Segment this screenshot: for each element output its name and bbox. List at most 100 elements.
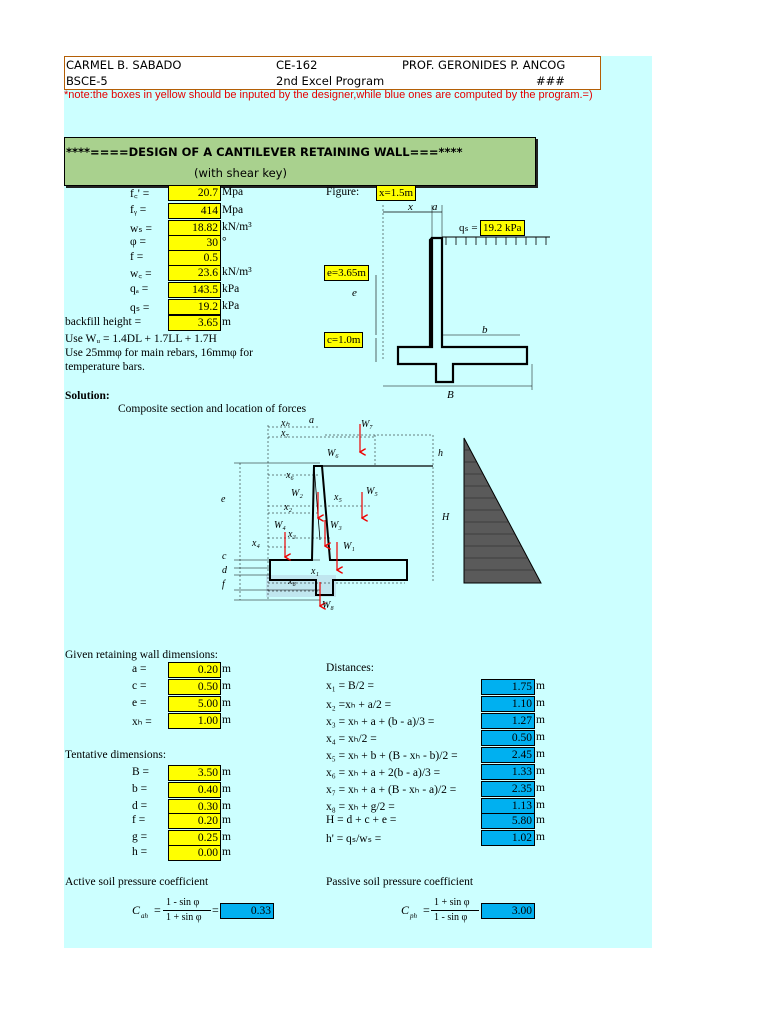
distances-value[interactable]: 1.02	[481, 830, 535, 846]
x-box[interactable]: x=1.5m	[376, 185, 417, 201]
fig-e-text: e	[352, 287, 357, 299]
program-name: 2nd Excel Program	[276, 74, 385, 88]
input-value[interactable]: 414	[168, 203, 221, 219]
distances-unit: m	[536, 782, 545, 794]
tentative-value[interactable]: 0.20	[168, 813, 221, 829]
tentative-value[interactable]: 0.00	[168, 845, 221, 861]
course-code: CE-162	[276, 58, 318, 72]
section: BSCE-5	[66, 74, 108, 88]
figure-label: Figure:	[326, 186, 360, 198]
distances-unit: m	[536, 799, 545, 811]
comp-H: H	[441, 512, 450, 523]
given-label: a =	[132, 663, 147, 675]
distances-value[interactable]: 1.10	[481, 696, 535, 712]
comp-x5: x₅	[333, 492, 342, 503]
comp-c: c	[222, 551, 227, 562]
active-eq2: =	[212, 903, 219, 917]
comp-f: f	[222, 579, 226, 590]
force-arrows	[285, 424, 362, 606]
comp-W4: W₄	[274, 520, 286, 531]
comp-x3: x₃	[287, 529, 296, 540]
distances-value[interactable]: 2.45	[481, 747, 535, 763]
distances-value[interactable]: 5.80	[481, 813, 535, 829]
given-unit: m	[222, 680, 231, 692]
distances-value[interactable]: 1.27	[481, 713, 535, 729]
given-unit: m	[222, 714, 231, 726]
professor-name: PROF. GERONIDES P. ANCOG	[402, 58, 566, 72]
given-value[interactable]: 5.00	[168, 696, 221, 712]
distances-unit: m	[536, 814, 545, 826]
input-value[interactable]: 143.5	[168, 282, 221, 298]
pressure-diagram	[463, 437, 542, 584]
qs-box[interactable]: 19.2 kPa	[480, 220, 525, 236]
distances-value[interactable]: 0.50	[481, 730, 535, 746]
comp-xh: xₕ	[280, 418, 290, 429]
distances-label: x₈ = xₕ + g/2 =	[326, 801, 395, 813]
given-value[interactable]: 0.50	[168, 679, 221, 695]
c-box[interactable]: c=1.0m	[324, 332, 364, 348]
distances-value[interactable]: 1.13	[481, 798, 535, 814]
qs-label: qₛ =	[459, 222, 478, 234]
distances-value[interactable]: 2.35	[481, 781, 535, 797]
passive-eq: =	[423, 903, 430, 917]
distances-heading: Distances:	[326, 662, 374, 674]
comp-x7: x₇	[280, 428, 289, 439]
tentative-unit: m	[222, 846, 231, 858]
comp-x8: x₈	[287, 576, 296, 587]
input-label: f =	[130, 251, 144, 263]
distances-value[interactable]: 1.75	[481, 679, 535, 695]
distances-unit: m	[536, 831, 545, 843]
tentative-unit: m	[222, 783, 231, 795]
tentative-label: h =	[132, 846, 148, 858]
tentative-label: d =	[132, 800, 148, 812]
passive-heading: Passive soil pressure coefficient	[326, 876, 474, 888]
horiz-dims	[268, 426, 405, 592]
passive-den: 1 - sin φ	[434, 912, 468, 923]
distances-value[interactable]: 1.33	[481, 764, 535, 780]
comp-a: a	[309, 415, 314, 426]
e-box[interactable]: e=3.65m	[324, 265, 369, 281]
comp-e: e	[221, 494, 226, 505]
hash-cell: ###	[536, 74, 565, 88]
input-unit: °	[222, 236, 227, 248]
distances-label: x₃ = xₕ + a + (b - a)/3 =	[326, 716, 435, 728]
input-value[interactable]: 20.7	[168, 185, 221, 201]
active-num: 1 - sin φ	[166, 897, 200, 908]
tentative-value[interactable]: 0.25	[168, 830, 221, 846]
comp-x1: x₁	[310, 566, 319, 577]
comp-W5: W₅	[366, 486, 378, 497]
given-label: c =	[132, 680, 147, 692]
input-unit: Mpa	[222, 204, 244, 216]
solution-caption: Composite section and location of forces	[118, 403, 307, 415]
soil-shadow	[266, 575, 336, 597]
rebar-note-2: temperature bars.	[65, 361, 145, 373]
fig-B-text: B	[447, 389, 454, 401]
composite-wall	[269, 465, 408, 596]
given-value[interactable]: 0.20	[168, 662, 221, 678]
input-value[interactable]: 3.65	[168, 315, 221, 331]
pressure-hatch	[464, 449, 534, 571]
active-den: 1 + sin φ	[166, 912, 202, 923]
tentative-value[interactable]: 0.40	[168, 782, 221, 798]
given-value[interactable]: 1.00	[168, 713, 221, 729]
distances-unit: m	[536, 697, 545, 709]
passive-value[interactable]: 3.00	[481, 903, 535, 919]
fig-x-text: x	[407, 201, 413, 213]
load-combination: Use Wᵤ = 1.4DL + 1.7LL + 1.7H	[65, 333, 217, 345]
input-value[interactable]: 23.6	[168, 265, 221, 281]
input-value[interactable]: 19.2	[168, 299, 221, 315]
distances-unit: m	[536, 765, 545, 777]
distances-unit: m	[536, 714, 545, 726]
solution-label: Solution:	[65, 390, 110, 402]
comp-W8: W₈	[322, 600, 334, 611]
active-eq: =	[154, 903, 161, 917]
tentative-value[interactable]: 3.50	[168, 765, 221, 781]
input-unit: kN/m³	[222, 266, 252, 278]
active-heading: Active soil pressure coefficient	[65, 876, 209, 888]
given-unit: m	[222, 697, 231, 709]
active-value[interactable]: 0.33	[220, 903, 274, 919]
input-label: qₛ =	[130, 302, 150, 314]
tentative-unit: m	[222, 814, 231, 826]
tentative-unit: m	[222, 831, 231, 843]
header-box	[64, 56, 601, 90]
